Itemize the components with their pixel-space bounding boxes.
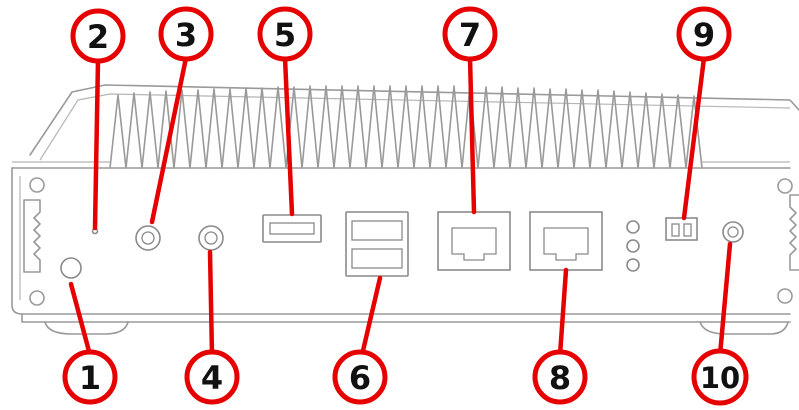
ethernet-port-left	[437, 211, 511, 271]
callout-label: 1	[79, 359, 101, 397]
callout-label: 5	[274, 16, 296, 54]
device-chassis	[11, 84, 799, 335]
single-usb-port	[262, 214, 322, 243]
leader-lines	[68, 55, 733, 358]
power-button	[60, 257, 82, 279]
two-pin-connector	[665, 217, 698, 241]
callout-label: 10	[700, 361, 740, 395]
callout-label: 3	[175, 16, 197, 54]
leader-2	[92, 57, 101, 231]
leader-4	[207, 249, 215, 358]
leader-5	[282, 55, 295, 217]
leader-3	[149, 55, 189, 225]
dual-usb-ports	[345, 211, 409, 277]
callout-label: 2	[87, 18, 109, 56]
callout-5: 5	[257, 6, 313, 62]
leader-6	[359, 275, 383, 358]
callout-8: 8	[532, 349, 588, 405]
leader-7	[467, 55, 477, 215]
callout-10: 10	[691, 348, 749, 406]
callout-7: 7	[442, 6, 498, 62]
callout-label: 4	[201, 359, 223, 397]
callout-label: 7	[459, 16, 481, 54]
heatsink-fins	[109, 85, 703, 169]
callout-label: 6	[349, 359, 371, 397]
leader-8	[557, 267, 569, 358]
callout-4: 4	[184, 349, 240, 405]
callout-2: 2	[70, 8, 126, 64]
callout-6: 6	[332, 349, 388, 405]
leader-10	[717, 241, 733, 358]
status-leds	[626, 220, 640, 272]
callout-1: 1	[62, 349, 118, 405]
leader-9	[681, 55, 707, 221]
callout-3: 3	[158, 6, 214, 62]
round-jack-right	[198, 225, 224, 251]
ethernet-port-right	[529, 211, 603, 271]
dc-power-jack	[722, 221, 744, 243]
callout-label: 9	[693, 16, 715, 54]
round-jack-left	[135, 225, 161, 251]
leader-1	[68, 281, 93, 358]
callouts: 1 2 3 4 5 6 7 8	[62, 6, 749, 406]
callout-label: 8	[549, 359, 571, 397]
callout-9: 9	[676, 6, 732, 62]
